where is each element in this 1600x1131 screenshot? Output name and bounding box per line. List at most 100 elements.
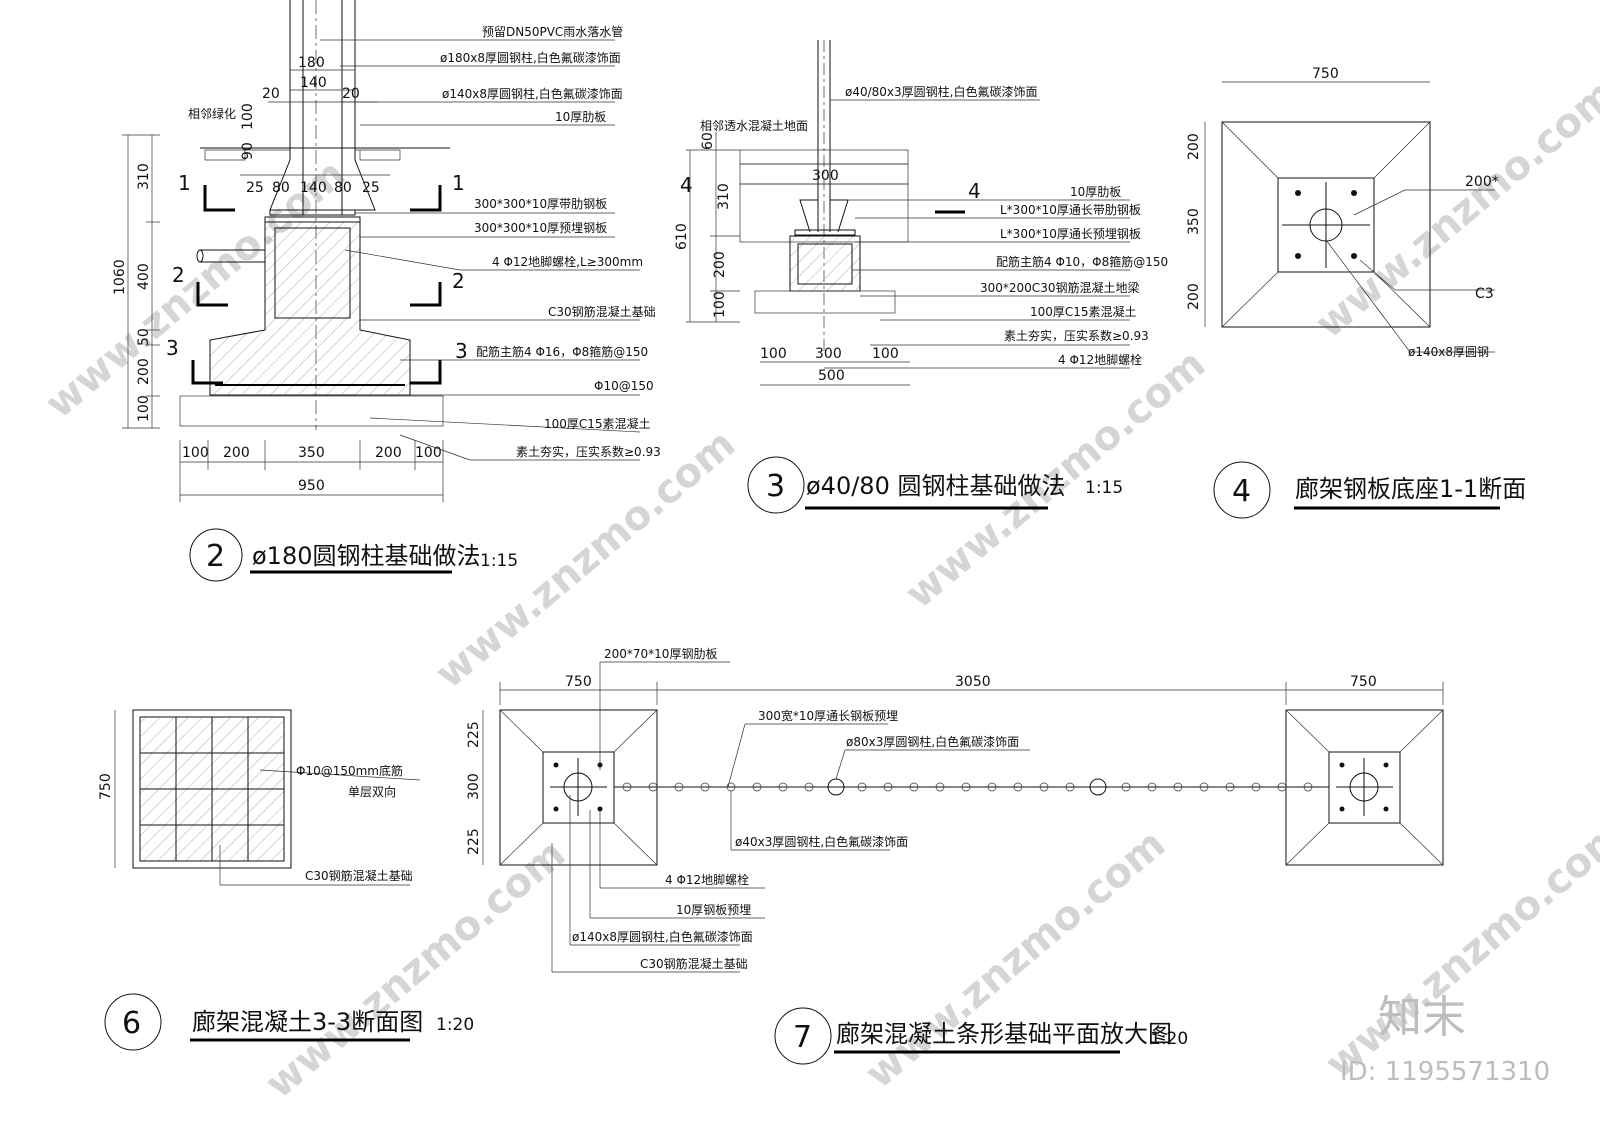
leader-label: 单层双向 xyxy=(348,784,396,799)
dim-label: 610 xyxy=(674,223,690,250)
section-mark: 1 xyxy=(178,171,191,195)
leader-label: 配筋主筋4 Φ16，Φ8箍筋@150 xyxy=(476,344,648,359)
dim-label: 100 xyxy=(415,445,442,461)
dim-label: 750 xyxy=(565,674,592,690)
dim-label: 60 xyxy=(700,132,716,150)
detail-2-column-foundation: 1 1 2 2 3 3 180 140 20 20 100 90 25 80 1… xyxy=(112,0,661,582)
section-mark: 1 xyxy=(452,171,465,195)
detail-title: ø180圆钢柱基础做法 xyxy=(252,542,481,570)
leader-label: 配筋主筋4 Φ10，Φ8箍筋@150 xyxy=(996,254,1168,269)
dim-label: 300 xyxy=(812,168,839,184)
watermark-text: www.znzmo.com xyxy=(857,821,1174,1098)
detail-scale: 1:20 xyxy=(436,1015,474,1035)
leader-label: 4 Φ12地脚螺栓,L≥300mm xyxy=(492,254,643,269)
leader-label: 300*300*10厚预埋钢板 xyxy=(474,221,607,235)
detail-scale: 1:15 xyxy=(480,551,518,571)
section-mark: 2 xyxy=(172,263,185,287)
watermark-text: www.znzmo.com xyxy=(1317,811,1600,1088)
dim-label: 400 xyxy=(136,263,152,290)
leader-label: ø140x8厚圆钢柱,白色氟碳漆饰面 xyxy=(572,929,753,944)
dim-label: 310 xyxy=(716,183,732,210)
dim-label: 100 xyxy=(182,445,209,461)
detail-3-column-foundation: 4 4 相邻透水混凝土地面 60 310 610 200 100 300 100… xyxy=(674,40,1168,514)
leader-labels: 预留DN50PVC雨水落水管 ø180x8厚圆钢柱,白色氟碳漆饰面 ø140x8… xyxy=(320,24,661,461)
leader-label: 100厚C15素混凝土 xyxy=(1030,304,1137,319)
section-mark: 4 xyxy=(968,179,981,203)
leader-label: 素土夯实，压实系数≥0.93 xyxy=(516,444,661,459)
dim-label: 100 xyxy=(136,395,152,422)
leader-label: 100厚C15素混凝土 xyxy=(544,416,651,431)
dim-label: 200 xyxy=(1186,283,1202,310)
dim-label: 80 xyxy=(334,180,352,196)
leader-label: Φ10@150mm底筋 xyxy=(296,763,403,778)
leader-label: ø140x8厚圆钢 xyxy=(1408,345,1489,359)
leader-label: C30钢筋混凝土基础 xyxy=(640,956,748,971)
leader-label: C30钢筋混凝土基础 xyxy=(305,868,413,883)
leader-label: 200*70*10厚钢肋板 xyxy=(604,646,717,661)
dim-label: 50 xyxy=(136,328,152,346)
detail-scale: 1:15 xyxy=(1085,478,1123,498)
dim-label: 350 xyxy=(298,445,325,461)
note-label: 相邻绿化 xyxy=(188,106,236,121)
leader-label: ø80x3厚圆钢柱,白色氟碳漆饰面 xyxy=(846,734,1019,749)
leader-label: 10厚肋板 xyxy=(1070,184,1121,199)
dim-label: 750 xyxy=(1312,66,1339,82)
dim-label: 3050 xyxy=(955,674,991,690)
section-mark: 4 xyxy=(680,173,693,197)
dim-label: 80 xyxy=(272,180,290,196)
detail-number: 7 xyxy=(793,1020,812,1055)
dim-label: 200 xyxy=(136,358,152,385)
detail-title: 廊架混凝土条形基础平面放大图 xyxy=(836,1020,1172,1048)
dim-label: 200 xyxy=(223,445,250,461)
leader-label: ø40/80x3厚圆钢柱,白色氟碳漆饰面 xyxy=(845,84,1037,99)
detail-scale: 1:20 xyxy=(1150,1029,1188,1049)
leader-labels: ø40/80x3厚圆钢柱,白色氟碳漆饰面 10厚肋板 L*300*10厚通长带肋… xyxy=(824,84,1168,369)
leader-label: 素土夯实，压实系数≥0.93 xyxy=(1004,328,1149,343)
leader-label: 200* xyxy=(1465,174,1499,190)
dim-label: 180 xyxy=(298,55,325,71)
leader-label: ø140x8厚圆钢柱,白色氟碳漆饰面 xyxy=(442,86,623,101)
leader-label: C3 xyxy=(1475,286,1494,302)
dim-label: 100 xyxy=(760,346,787,362)
watermark-text: www.znzmo.com xyxy=(1307,71,1600,348)
detail-number: 3 xyxy=(766,469,785,504)
dim-label: 20 xyxy=(342,86,360,102)
leader-label: 300宽*10厚通长钢板预埋 xyxy=(758,708,898,723)
dim-label: 20 xyxy=(262,86,280,102)
dim-label: 950 xyxy=(298,478,325,494)
dim-label: 500 xyxy=(818,368,845,384)
dim-label: 90 xyxy=(240,142,256,160)
dim-label: 25 xyxy=(362,180,380,196)
leader-label: 10厚钢板预埋 xyxy=(676,903,751,917)
dim-label: 140 xyxy=(300,75,327,91)
dim-label: 310 xyxy=(136,163,152,190)
detail-title: 廊架混凝土3-3断面图 xyxy=(192,1008,423,1036)
image-id-watermark: ID: 1195571310 xyxy=(1340,1057,1550,1087)
dim-label: 200 xyxy=(1186,133,1202,160)
leader-label: 预留DN50PVC雨水落水管 xyxy=(482,24,623,39)
detail-number: 6 xyxy=(122,1006,141,1041)
detail-7-strip-foundation-plan: 750 3050 750 225 300 225 200*70*10厚钢肋板 3… xyxy=(466,646,1444,1065)
leader-label: ø180x8厚圆钢柱,白色氟碳漆饰面 xyxy=(440,50,621,65)
leader-label: 300*200C30钢筋混凝土地梁 xyxy=(980,280,1139,295)
dim-label: 350 xyxy=(1186,208,1202,235)
section-mark: 2 xyxy=(452,269,465,293)
dim-label: 140 xyxy=(300,180,327,196)
leader-label: ø40x3厚圆钢柱,白色氟碳漆饰面 xyxy=(735,834,908,849)
leader-label: Φ10@150 xyxy=(594,379,654,393)
dim-label: 300 xyxy=(815,346,842,362)
dim-label: 750 xyxy=(1350,674,1377,690)
leader-label: 4 Φ12地脚螺栓 xyxy=(1058,352,1142,367)
dim-label: 200 xyxy=(712,251,728,278)
dim-label: 100 xyxy=(712,291,728,318)
detail-title: 廊架钢板底座1-1断面 xyxy=(1295,475,1526,503)
brand-watermark: 知末 xyxy=(1378,992,1466,1043)
dim-label: 100 xyxy=(872,346,899,362)
dim-label: 25 xyxy=(246,180,264,196)
leader-label: C30钢筋混凝土基础 xyxy=(548,304,656,319)
note-label: 相邻透水混凝土地面 xyxy=(700,118,808,133)
leader-label: L*300*10厚通长预埋钢板 xyxy=(1000,227,1141,241)
dim-label: 200 xyxy=(375,445,402,461)
detail-number: 4 xyxy=(1232,474,1251,509)
